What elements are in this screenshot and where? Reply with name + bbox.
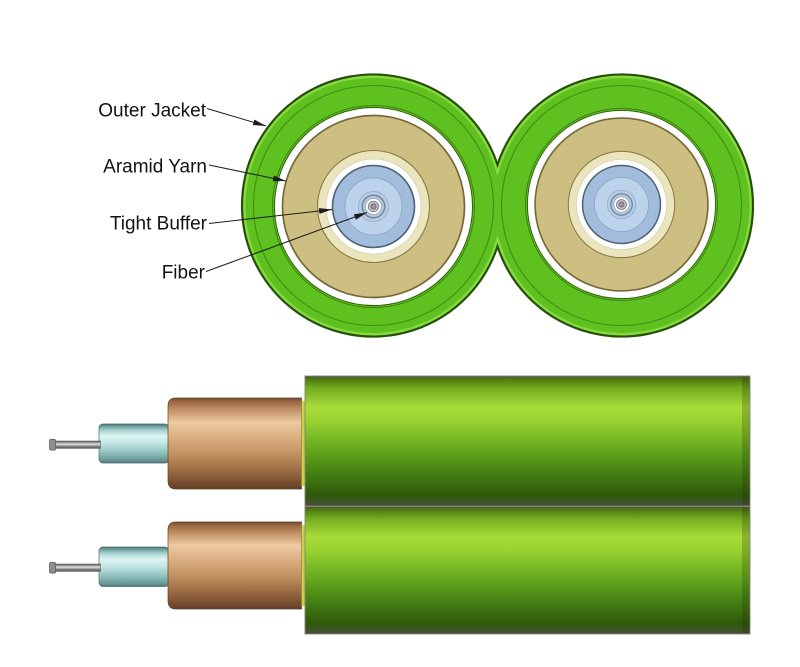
fiber-tip-bottom [49, 561, 57, 574]
jacket-inner-edge-right [525, 108, 718, 301]
tight-buffer-cylinder-top [98, 423, 170, 464]
aramid-cylinder-top [167, 397, 302, 490]
leader-fiber [205, 212, 368, 272]
callouts: Outer Jacket Aramid Yarn Tight Buffer Fi… [98, 101, 368, 284]
bare-fiber-top [53, 440, 101, 449]
jacket-crease-left [252, 84, 495, 327]
label-tight-buffer: Tight Buffer [110, 214, 208, 235]
bare-fiber-bottom [53, 563, 101, 572]
aramid-sliver-top [301, 401, 306, 486]
side-view-top-cable [49, 375, 751, 507]
leader-outer-jacket [206, 108, 267, 127]
label-fiber: Fiber [162, 263, 206, 284]
left-cable-core [273, 106, 474, 307]
right-cable-core [526, 109, 717, 300]
cross-section-view: Outer Jacket Aramid Yarn Tight Buffer Fi… [98, 73, 755, 338]
aramid-sliver-bottom [301, 525, 306, 606]
side-view-bottom-cable [49, 506, 751, 635]
jacket-inner-edge-left [272, 105, 475, 308]
jacket-end-shade-top [742, 377, 750, 505]
outer-jacket-cylinder-bottom [304, 506, 751, 635]
tight-buffer-cylinder-bottom [98, 546, 170, 587]
label-aramid-yarn: Aramid Yarn [103, 157, 207, 178]
side-view [49, 375, 751, 635]
outer-jacket-cylinder-top [304, 375, 751, 507]
jacket-end-shade-bottom [742, 507, 750, 633]
jacket-crease-right [500, 84, 743, 327]
leader-tight-buffer [208, 208, 333, 224]
label-outer-jacket: Outer Jacket [98, 101, 206, 122]
aramid-cylinder-bottom [167, 521, 302, 610]
leader-aramid-yarn [208, 164, 287, 182]
fiber-tip-top [49, 438, 57, 451]
